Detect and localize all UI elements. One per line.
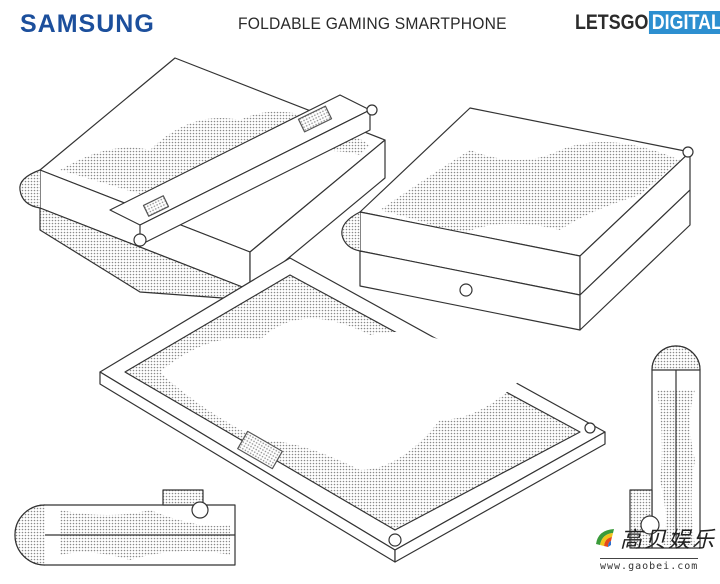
watermark-logo-icon [596,529,614,547]
watermark-url: www.gaobei.com [600,558,699,572]
logo-part-letsgo: LETSGO [575,11,649,34]
logo-part-digital: DIGITAL [649,11,720,34]
samsung-logo: SAMSUNG [20,10,155,38]
watermark-name: 高贝娱乐 [620,528,717,553]
unfolded-tablet-drawing [99,257,606,563]
page-title: FOLDABLE GAMING SMARTPHONE [238,14,507,33]
side-view-vertical-drawing [629,345,701,549]
folded-device-with-controller-drawing [19,57,386,301]
side-view-horizontal-drawing [14,489,236,566]
folded-device-drawing [341,107,694,331]
